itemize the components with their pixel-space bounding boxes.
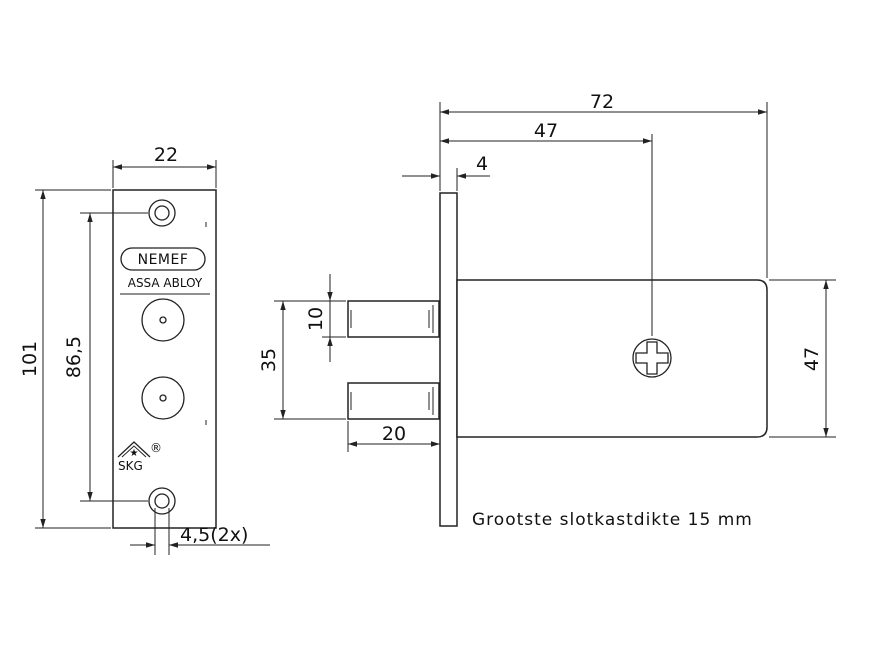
dim-plate-thickness: 4: [476, 153, 488, 175]
dim-hole-spacing: 86,5: [63, 336, 85, 378]
lower-bolt: [347, 382, 440, 420]
follower-icon: [632, 338, 672, 378]
assa-abloy-label: ASSA ABLOY: [128, 276, 203, 290]
dim-plate-height: 101: [19, 341, 41, 377]
dim-bolt-length: 20: [382, 423, 406, 445]
side-face-plate: [439, 192, 458, 527]
thickness-note: Grootste slotkastdikte 15 mm: [472, 510, 753, 530]
upper-bolt: [347, 300, 440, 338]
registered-mark: ®: [150, 441, 162, 455]
lock-body: [456, 279, 768, 438]
dim-bolt-height: 10: [305, 307, 327, 331]
dim-center-depth: 47: [534, 120, 558, 142]
bottom-screw-hole: [148, 487, 176, 515]
face-plate: [112, 189, 217, 529]
svg-text:★: ★: [130, 448, 139, 459]
dim-body-height: 47: [801, 347, 823, 371]
dim-hole-diameter: 4,5(2x): [180, 524, 248, 546]
lower-bolt-face: [141, 376, 185, 420]
dim-total-depth: 72: [590, 91, 614, 113]
upper-bolt-face: [141, 298, 185, 342]
skg-certification-icon: ★ SKG ®: [117, 441, 162, 473]
side-view: 72 47 4 10 35 20 47 Grootste slotka: [258, 91, 836, 530]
skg-label: SKG: [118, 459, 143, 473]
dim-bolt-spacing: 35: [258, 348, 280, 372]
svg-text:NEMEF: NEMEF: [138, 252, 189, 268]
dim-plate-width: 22: [154, 144, 178, 166]
top-screw-hole: [148, 199, 176, 227]
front-view: NEMEF ASSA ABLOY ★ SKG ® 22 101: [19, 144, 270, 555]
nemef-logo: NEMEF: [120, 247, 206, 271]
